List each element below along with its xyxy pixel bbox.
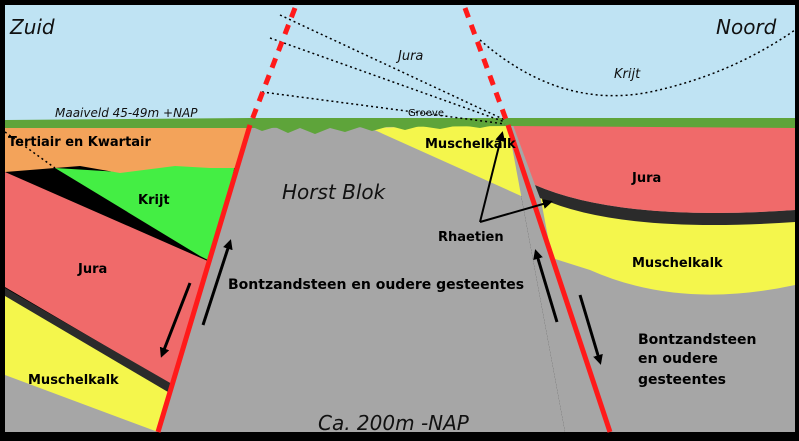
rhaetien-pointer-right-icon xyxy=(479,199,553,223)
clay-band-north xyxy=(535,185,795,225)
label-muschelkalk-horst: Muschelkalk xyxy=(425,137,516,152)
dotted-line-south xyxy=(4,131,56,169)
label-depth: Ca. 200m -NAP xyxy=(318,411,470,435)
label-muschelkalk-north: Muschelkalk xyxy=(632,256,723,271)
label-horst-blok: Horst Blok xyxy=(282,180,387,204)
label-krijt-sky: Krijt xyxy=(614,67,641,82)
arrow-north-down-icon xyxy=(578,294,603,365)
bunter-south-layer xyxy=(5,375,158,432)
label-rhaetien: Rhaetien xyxy=(438,230,504,245)
horst-block xyxy=(158,125,565,432)
rhaetien-pointer-up-icon xyxy=(479,131,506,223)
label-muschelkalk-south: Muschelkalk xyxy=(28,373,119,388)
grass-layer xyxy=(5,118,795,128)
label-tertiair: Tertiair en Kwartair xyxy=(8,135,152,150)
jura-south-layer xyxy=(5,172,210,385)
label-noord: Noord xyxy=(716,15,777,39)
muschelkalk-north-layer xyxy=(540,195,795,295)
label-jura-north: Jura xyxy=(631,171,661,186)
fault-north-projected xyxy=(462,7,511,126)
tertiair-layer xyxy=(5,125,250,173)
label-groeve: Groeve xyxy=(408,108,444,119)
dotted-line-2 xyxy=(269,37,506,123)
label-bunter-center: Bontzandsteen en oudere gesteentes xyxy=(228,277,524,293)
arrow-horst-up-south-icon xyxy=(201,239,233,326)
fault-north xyxy=(505,124,613,433)
arrow-south-down-icon xyxy=(159,282,192,358)
fault-south-projected xyxy=(247,7,298,126)
clay-band-south xyxy=(5,288,172,392)
label-bunter-north-1: Bontzandsteen xyxy=(638,332,757,348)
fault-south xyxy=(155,124,253,433)
krijt-south-layer xyxy=(55,165,235,262)
dotted-line-1 xyxy=(279,14,506,121)
sky-layer xyxy=(5,5,795,127)
label-jura-sky: Jura xyxy=(395,49,423,64)
arrow-horst-up-north-icon xyxy=(533,249,559,323)
label-bunter-north-3: gesteentes xyxy=(638,372,726,388)
label-maaiveld: Maaiveld 45-49m +NAP xyxy=(55,106,198,120)
dotted-line-3 xyxy=(261,91,506,125)
jura-north-layer xyxy=(513,125,795,213)
label-bunter-north-2: en oudere xyxy=(638,351,718,367)
label-jura-south: Jura xyxy=(77,262,107,277)
label-zuid: Zuid xyxy=(9,15,55,39)
label-krijt-south: Krijt xyxy=(138,193,170,208)
